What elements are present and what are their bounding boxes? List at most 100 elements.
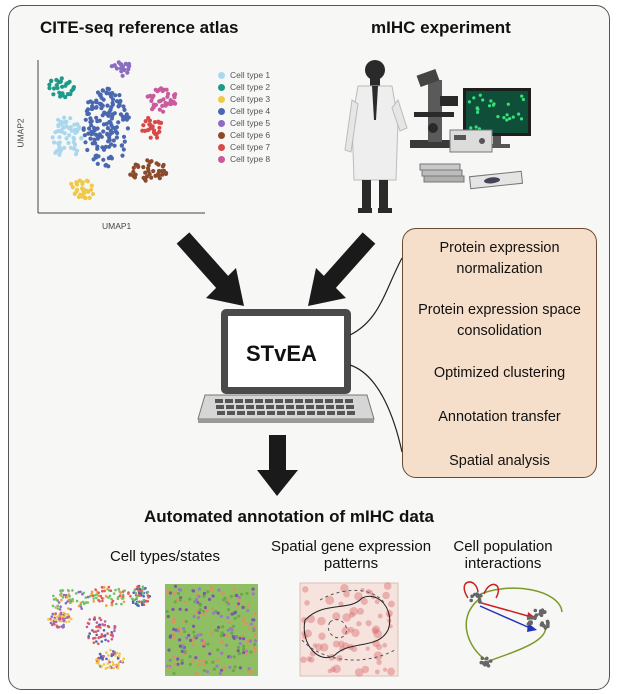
tissue-cell [249, 622, 253, 626]
umap-point [59, 147, 64, 153]
umap-point [115, 131, 120, 136]
expression-spot [312, 643, 318, 648]
cell-point [113, 654, 117, 657]
microscope-icon [410, 68, 460, 148]
cell-point [95, 633, 98, 637]
fluorescent-cell [508, 117, 512, 121]
umap-point [119, 143, 125, 148]
tissue-cell [223, 596, 227, 601]
tissue-cell [183, 600, 187, 604]
tissue-cell [218, 671, 222, 676]
expression-spot [320, 643, 329, 652]
cell-point [107, 654, 110, 657]
tissue-cell [225, 634, 229, 638]
expression-spot [300, 656, 307, 664]
cell-point [112, 592, 116, 595]
tissue-cell [201, 642, 205, 646]
expression-spot [382, 667, 388, 672]
cell-point [146, 594, 150, 597]
umap-point [154, 135, 160, 140]
workflow-step-annotation-transfer: Annotation transfer [438, 409, 561, 425]
cell-point [122, 657, 126, 661]
tissue-cell [172, 671, 176, 676]
cell-point [79, 590, 82, 594]
expression-spot [318, 632, 326, 640]
network-node-cell [527, 616, 531, 620]
umap-point [72, 142, 78, 147]
keyboard-key [245, 399, 253, 403]
cell-point [107, 639, 110, 643]
cell-point [100, 665, 104, 668]
expression-spot [365, 588, 372, 595]
fluorescent-cell [505, 113, 509, 117]
umap-point [114, 135, 119, 140]
umap-point [75, 187, 80, 192]
expression-spot [365, 646, 370, 651]
legend-item: Cell type 3 [218, 94, 270, 104]
legend-item: Cell type 8 [218, 154, 270, 164]
umap-point [110, 100, 115, 106]
spatial-expression-map [299, 582, 399, 677]
tissue-cell [247, 627, 251, 631]
cell-point [102, 623, 106, 627]
fluorescent-cell [517, 112, 521, 116]
cell-point [111, 660, 114, 664]
umap-point [125, 70, 130, 75]
tissue-cell [188, 662, 192, 666]
cell-point [105, 657, 108, 661]
fluorescent-cell [476, 110, 480, 114]
network-node-cell [473, 592, 477, 597]
tissue-cell [225, 600, 229, 604]
umap-point [157, 99, 162, 104]
tissue-cell [191, 642, 195, 647]
keyboard-key [265, 399, 273, 403]
keyboard-key [237, 411, 245, 415]
umap-point [165, 94, 170, 99]
network-node-cell [542, 624, 546, 628]
umap-point [82, 195, 87, 200]
keyboard-key [336, 405, 344, 409]
tissue-cell [246, 603, 250, 607]
keyboard-key [216, 405, 224, 409]
cell-point [88, 632, 91, 635]
tissue-cell [217, 625, 221, 630]
tissue-cell [202, 662, 206, 667]
umap-point [126, 67, 131, 72]
umap-point [112, 63, 117, 68]
tissue-cell [236, 602, 241, 606]
keyboard-key [306, 405, 314, 409]
expression-spot [340, 583, 349, 593]
umap-point [64, 136, 69, 141]
cell-point [49, 621, 53, 625]
umap-point [63, 120, 68, 125]
legend-item: Cell type 4 [218, 106, 270, 116]
umap-point [100, 88, 105, 93]
expression-spot [332, 612, 341, 621]
cell-point [47, 618, 50, 621]
tissue-cell [237, 652, 242, 656]
cell-point [113, 625, 116, 628]
cell-point [64, 612, 67, 616]
cell-point [53, 622, 56, 626]
tissue-cell [197, 587, 202, 591]
tissue-cell [210, 631, 214, 635]
network-node-cell [539, 613, 544, 618]
tissue-cell [190, 659, 195, 663]
cell-point [95, 590, 99, 593]
umap-point [94, 98, 99, 103]
cell-point [141, 591, 145, 595]
umap-point [79, 136, 84, 141]
cell-point [71, 589, 74, 592]
umap-point [47, 86, 52, 91]
expression-spot [371, 627, 379, 635]
tissue-cell [234, 604, 239, 608]
keyboard-key [275, 399, 283, 403]
umap-point [154, 161, 159, 166]
network-node-cell [485, 656, 489, 661]
umap-point [56, 142, 62, 147]
tissue-cell [173, 584, 178, 588]
tissue-cell [172, 617, 176, 621]
umap-point [89, 129, 94, 134]
keyboard-key [287, 411, 295, 415]
cell-point [67, 620, 71, 623]
